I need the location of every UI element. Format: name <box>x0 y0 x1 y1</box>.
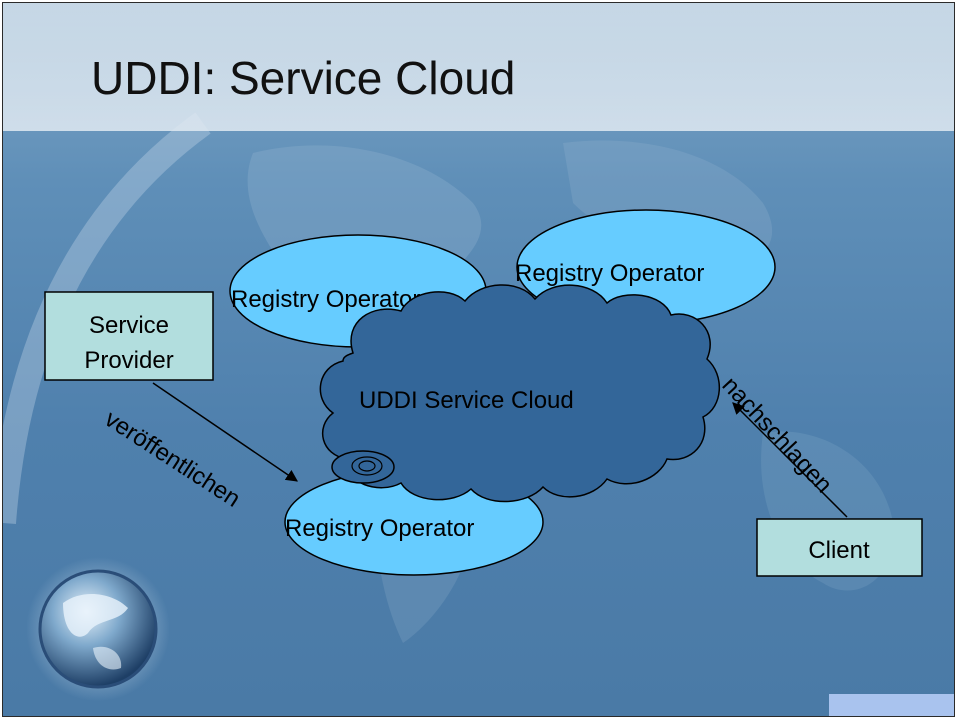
lookup-arrow <box>732 402 848 518</box>
globe-icon <box>26 557 170 701</box>
slide-title: UDDI: Service Cloud <box>91 52 516 104</box>
disk-icon <box>331 450 395 484</box>
service-provider-box[interactable]: Service Provider <box>44 291 214 381</box>
title-band <box>3 3 954 131</box>
cloud-label: UDDI Service Cloud <box>359 387 574 414</box>
corner-box <box>829 694 954 716</box>
service-provider-label-line1: Service <box>89 312 169 339</box>
client-box[interactable]: Client <box>756 518 923 577</box>
publish-label: veröffentlichen <box>100 405 245 512</box>
lookup-label: nachschlagen <box>717 372 838 499</box>
registry-operator-label-top-right: Registry Operator <box>515 260 704 287</box>
service-provider-label-line2: Provider <box>84 347 173 374</box>
uddi-diagram: Registry Operator Registry Operator UDDI… <box>44 209 923 577</box>
client-label: Client <box>808 537 870 564</box>
registry-operator-label-bottom: Registry Operator <box>285 515 474 542</box>
publish-arrow <box>152 382 298 482</box>
